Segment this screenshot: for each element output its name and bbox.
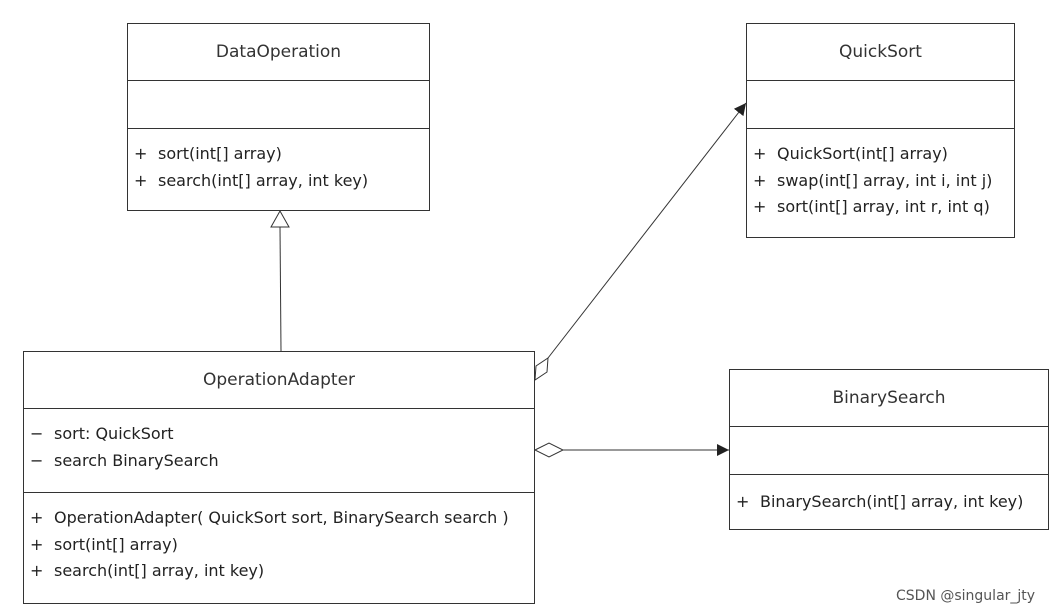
class-name: BinarySearch [730, 370, 1048, 427]
operations-compartment: + BinarySearch(int[] array, int key) [730, 475, 1048, 516]
class-operation-adapter[interactable]: OperationAdapter − sort: QuickSort − sea… [23, 351, 535, 604]
attribute-text: sort: QuickSort [54, 424, 174, 443]
operation-signature: sort(int[] array, int r, int q) [777, 197, 990, 216]
watermark: CSDN @singular_jty [896, 588, 1036, 604]
attributes-compartment [128, 81, 429, 129]
class-name: QuickSort [747, 24, 1014, 81]
visibility-marker: + [753, 170, 767, 190]
visibility-marker: + [30, 508, 44, 527]
operation-row: + BinarySearch(int[] array, int key) [736, 489, 1048, 516]
operations-compartment: + QuickSort(int[] array) + swap(int[] ar… [747, 129, 1014, 221]
class-name: DataOperation [128, 24, 429, 81]
class-quick-sort[interactable]: QuickSort + QuickSort(int[] array) + swa… [746, 23, 1015, 238]
visibility-marker: + [753, 144, 767, 163]
attribute-row: − sort: QuickSort [30, 421, 534, 448]
visibility-marker: + [30, 534, 44, 554]
visibility-marker: − [30, 424, 44, 443]
operation-row: + search(int[] array, int key) [134, 168, 429, 195]
operations-compartment: + OperationAdapter( QuickSort sort, Bina… [24, 493, 534, 585]
attributes-compartment: − sort: QuickSort − search BinarySearch [24, 409, 534, 493]
generalization-line [279, 226, 282, 352]
operation-row: + search(int[] array, int key) [30, 558, 534, 585]
attribute-row: − search BinarySearch [30, 448, 534, 475]
operation-signature: swap(int[] array, int i, int j) [777, 170, 993, 190]
visibility-marker: − [30, 450, 44, 470]
operation-signature: BinarySearch(int[] array, int key) [760, 492, 1024, 511]
operation-row: + OperationAdapter( QuickSort sort, Bina… [30, 505, 534, 532]
class-data-operation[interactable]: DataOperation + sort(int[] array) + sear… [127, 23, 430, 211]
visibility-marker: + [753, 197, 767, 216]
visibility-marker: + [30, 561, 44, 580]
attributes-compartment [730, 427, 1048, 475]
attributes-compartment [747, 81, 1014, 129]
class-binary-search[interactable]: BinarySearch + BinarySearch(int[] array,… [729, 369, 1049, 530]
aggregation-diamond-icon [534, 357, 549, 381]
operation-signature: search(int[] array, int key) [54, 561, 265, 580]
aggregation-line-quicksort [547, 102, 747, 359]
operation-row: + sort(int[] array) [134, 141, 429, 168]
operation-signature: search(int[] array, int key) [158, 170, 369, 190]
visibility-marker: + [736, 492, 750, 511]
operation-signature: OperationAdapter( QuickSort sort, Binary… [54, 508, 509, 527]
attribute-text: search BinarySearch [54, 450, 219, 470]
visibility-marker: + [134, 144, 148, 163]
visibility-marker: + [134, 170, 148, 190]
operation-row: + QuickSort(int[] array) [753, 141, 1014, 168]
operation-signature: QuickSort(int[] array) [777, 144, 948, 163]
aggregation-diamond-icon [533, 442, 565, 458]
class-name: OperationAdapter [24, 352, 534, 409]
operation-row: + swap(int[] array, int i, int j) [753, 168, 1014, 195]
operation-row: + sort(int[] array, int r, int q) [753, 194, 1014, 221]
operation-row: + sort(int[] array) [30, 532, 534, 559]
operation-signature: sort(int[] array) [158, 144, 282, 163]
operations-compartment: + sort(int[] array) + search(int[] array… [128, 129, 429, 194]
generalization-arrowhead-icon [270, 209, 290, 228]
operation-signature: sort(int[] array) [54, 534, 178, 554]
